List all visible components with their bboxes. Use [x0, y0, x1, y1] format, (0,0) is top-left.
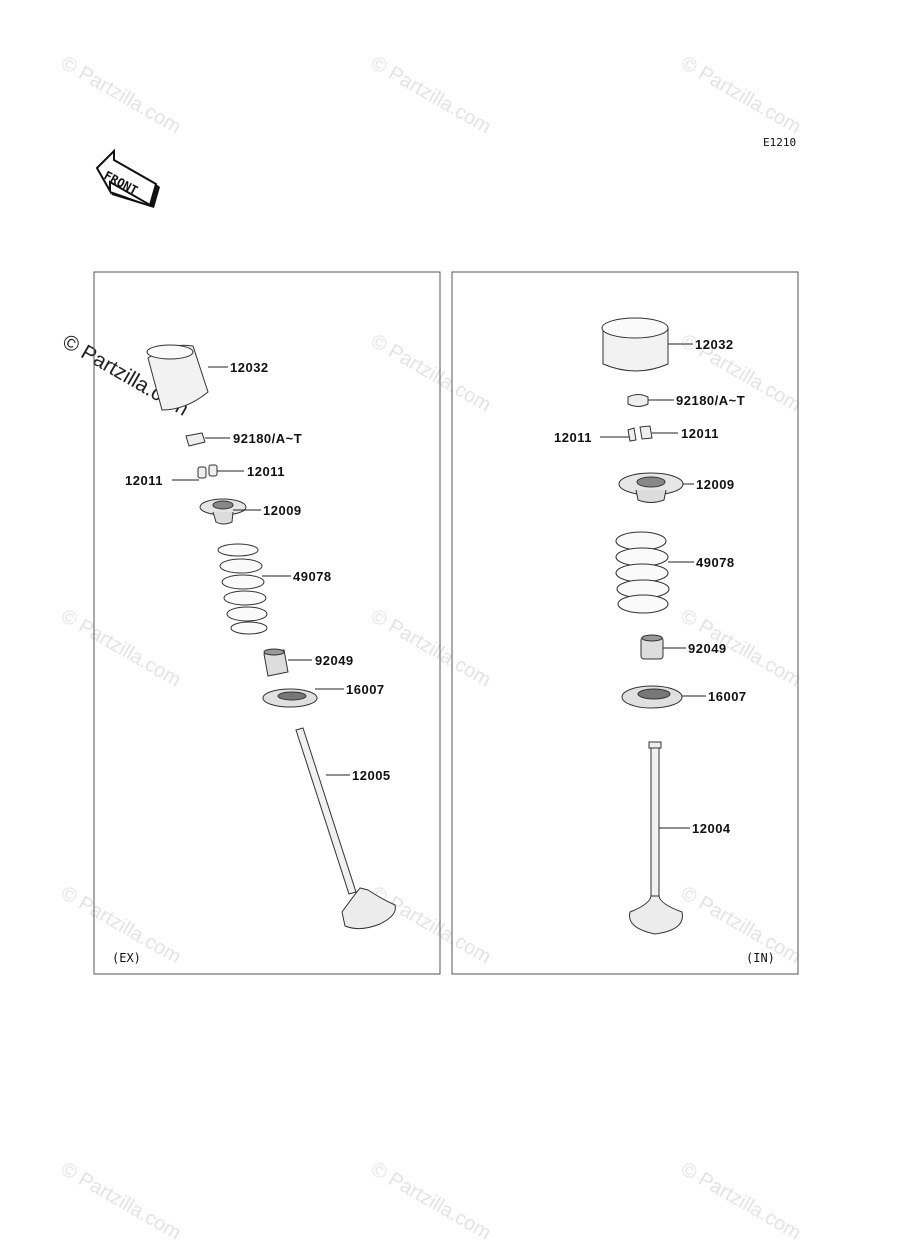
- ex-seal-part: [263, 648, 289, 677]
- in-label-12004: 12004: [692, 821, 731, 836]
- ex-lifter-part: [146, 344, 209, 411]
- panel-in-label: (IN): [746, 951, 775, 965]
- in-collets-part: [627, 425, 653, 442]
- ex-label-12009: 12009: [263, 503, 302, 518]
- in-shim-part: [627, 394, 649, 407]
- in-retainer-part: [618, 472, 684, 503]
- ex-label-12005: 12005: [352, 768, 391, 783]
- in-label-16007: 16007: [708, 689, 747, 704]
- in-spring-part: [615, 531, 670, 614]
- in-label-12032: 12032: [695, 337, 734, 352]
- in-label-49078: 49078: [696, 555, 735, 570]
- ex-valve-part: [295, 727, 396, 930]
- ex-shim-part: [185, 432, 206, 447]
- ex-label-92180: 92180/A~T: [233, 431, 302, 446]
- in-lifter-part: [601, 317, 669, 372]
- ex-label-92049: 92049: [315, 653, 354, 668]
- diagram-code: E1210: [763, 136, 797, 149]
- front-arrow-icon: FRONT: [95, 148, 160, 208]
- in-valve-part: [629, 741, 683, 935]
- ex-label-12032: 12032: [230, 360, 269, 375]
- diagram-canvas: FRONT: [93, 148, 799, 975]
- panel-ex: 12032 92180/A~T 12011 12011 12009 49078 …: [112, 344, 396, 965]
- in-label-92180: 92180/A~T: [676, 393, 745, 408]
- ex-label-49078: 49078: [293, 569, 332, 584]
- ex-retainer-part: [199, 498, 247, 525]
- in-seat-part: [621, 685, 683, 709]
- ex-label-16007: 16007: [346, 682, 385, 697]
- in-seal-part: [640, 634, 664, 660]
- in-label-12011-left: 12011: [554, 430, 592, 445]
- panel-in-frame: [451, 271, 799, 975]
- in-label-12009: 12009: [696, 477, 735, 492]
- ex-label-12011-left: 12011: [125, 473, 163, 488]
- ex-spring-part: [217, 543, 268, 635]
- in-label-92049: 92049: [688, 641, 727, 656]
- ex-label-12011-right: 12011: [247, 464, 285, 479]
- panel-in: 12032 92180/A~T 12011 12011 12009 49078 …: [554, 317, 775, 965]
- panel-ex-frame: [93, 271, 441, 975]
- ex-collets-part: [197, 464, 218, 479]
- in-label-12011-right: 12011: [681, 426, 719, 441]
- panel-ex-label: (EX): [112, 951, 141, 965]
- ex-seat-part: [262, 688, 318, 708]
